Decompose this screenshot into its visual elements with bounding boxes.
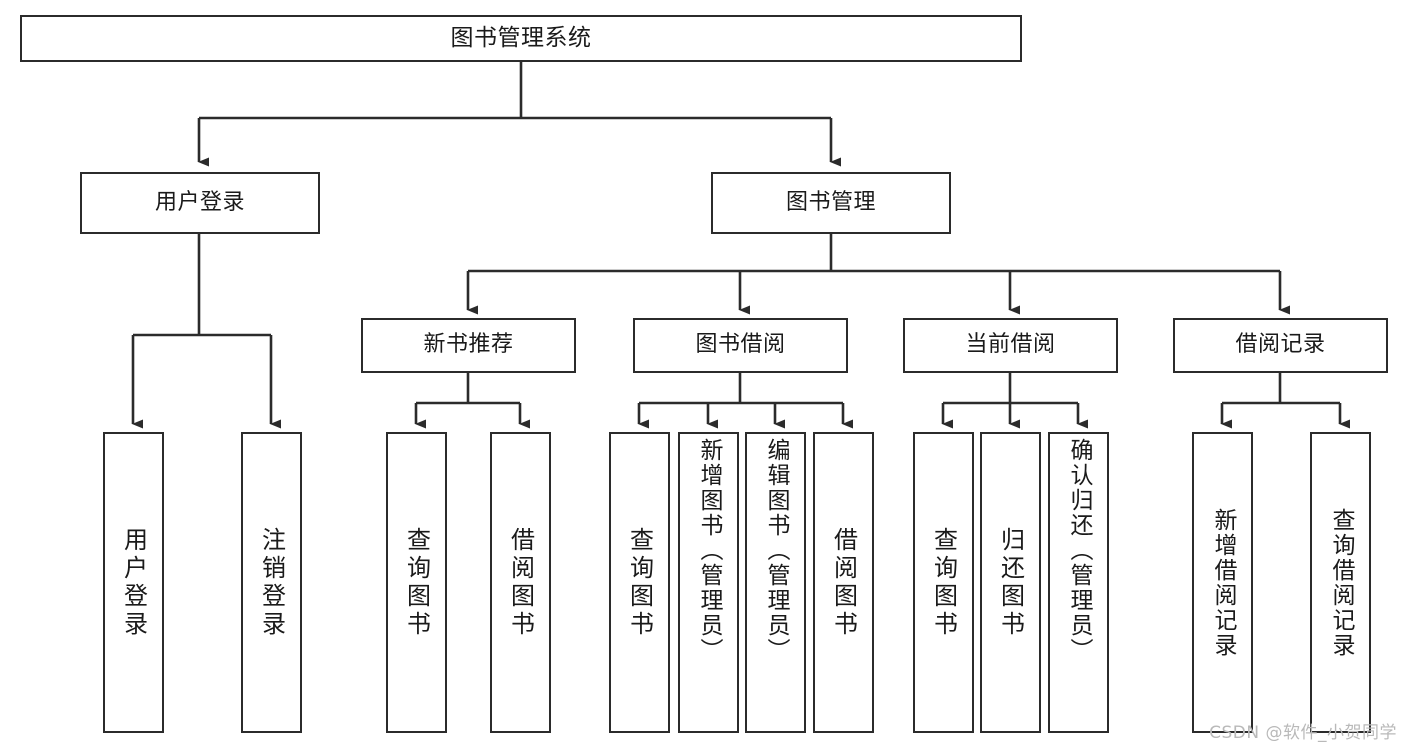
csdn-watermark: CSDN @软件_小贺同学 [1209, 723, 1397, 743]
node-label: 借阅图书 [829, 526, 858, 639]
node-borrow-records[interactable]: 借阅记录 [1173, 318, 1388, 373]
node-label: 图书管理 [785, 189, 876, 215]
node-label: 注销登录 [257, 526, 286, 639]
node-current-borrow[interactable]: 当前借阅 [903, 318, 1118, 373]
node-label: 图书借阅 [695, 332, 786, 358]
node-label: 编辑图书（管理员） [763, 438, 789, 663]
node-label: 用户登录 [154, 189, 245, 215]
leaf-confirm-return-admin[interactable]: 确认归还（管理员） [1048, 432, 1109, 733]
node-label: 新增图书（管理员） [696, 438, 722, 663]
node-book-borrow[interactable]: 图书借阅 [633, 318, 848, 373]
node-user-login[interactable]: 用户登录 [80, 172, 320, 234]
leaf-logout[interactable]: 注销登录 [241, 432, 302, 733]
node-label: 新增借阅记录 [1210, 507, 1236, 658]
node-label: 用户登录 [119, 526, 148, 639]
node-label: 查询图书 [929, 526, 958, 639]
leaf-query-book-current[interactable]: 查询图书 [913, 432, 974, 733]
leaf-query-book-borrow[interactable]: 查询图书 [609, 432, 670, 733]
node-label: 借阅图书 [506, 526, 535, 639]
leaf-query-borrow-record[interactable]: 查询借阅记录 [1310, 432, 1371, 733]
node-book-management[interactable]: 图书管理 [711, 172, 951, 234]
node-label: 归还图书 [996, 526, 1025, 639]
leaf-add-borrow-record[interactable]: 新增借阅记录 [1192, 432, 1253, 733]
leaf-borrow-book[interactable]: 借阅图书 [813, 432, 874, 733]
node-label: 查询图书 [402, 526, 431, 639]
node-label: 确认归还（管理员） [1066, 438, 1092, 663]
leaf-return-book[interactable]: 归还图书 [980, 432, 1041, 733]
leaf-query-book-recommend[interactable]: 查询图书 [386, 432, 447, 733]
node-label: 查询借阅记录 [1328, 507, 1354, 658]
node-label: 当前借阅 [965, 332, 1056, 358]
node-label: 图书管理系统 [450, 24, 592, 51]
node-root-system[interactable]: 图书管理系统 [20, 15, 1022, 62]
leaf-user-login[interactable]: 用户登录 [103, 432, 164, 733]
node-label: 新书推荐 [423, 332, 514, 358]
node-new-book-recommend[interactable]: 新书推荐 [361, 318, 576, 373]
node-label: 借阅记录 [1235, 332, 1326, 358]
node-label: 查询图书 [625, 526, 654, 639]
leaf-add-book-admin[interactable]: 新增图书（管理员） [678, 432, 739, 733]
leaf-edit-book-admin[interactable]: 编辑图书（管理员） [745, 432, 806, 733]
leaf-borrow-book-recommend[interactable]: 借阅图书 [490, 432, 551, 733]
